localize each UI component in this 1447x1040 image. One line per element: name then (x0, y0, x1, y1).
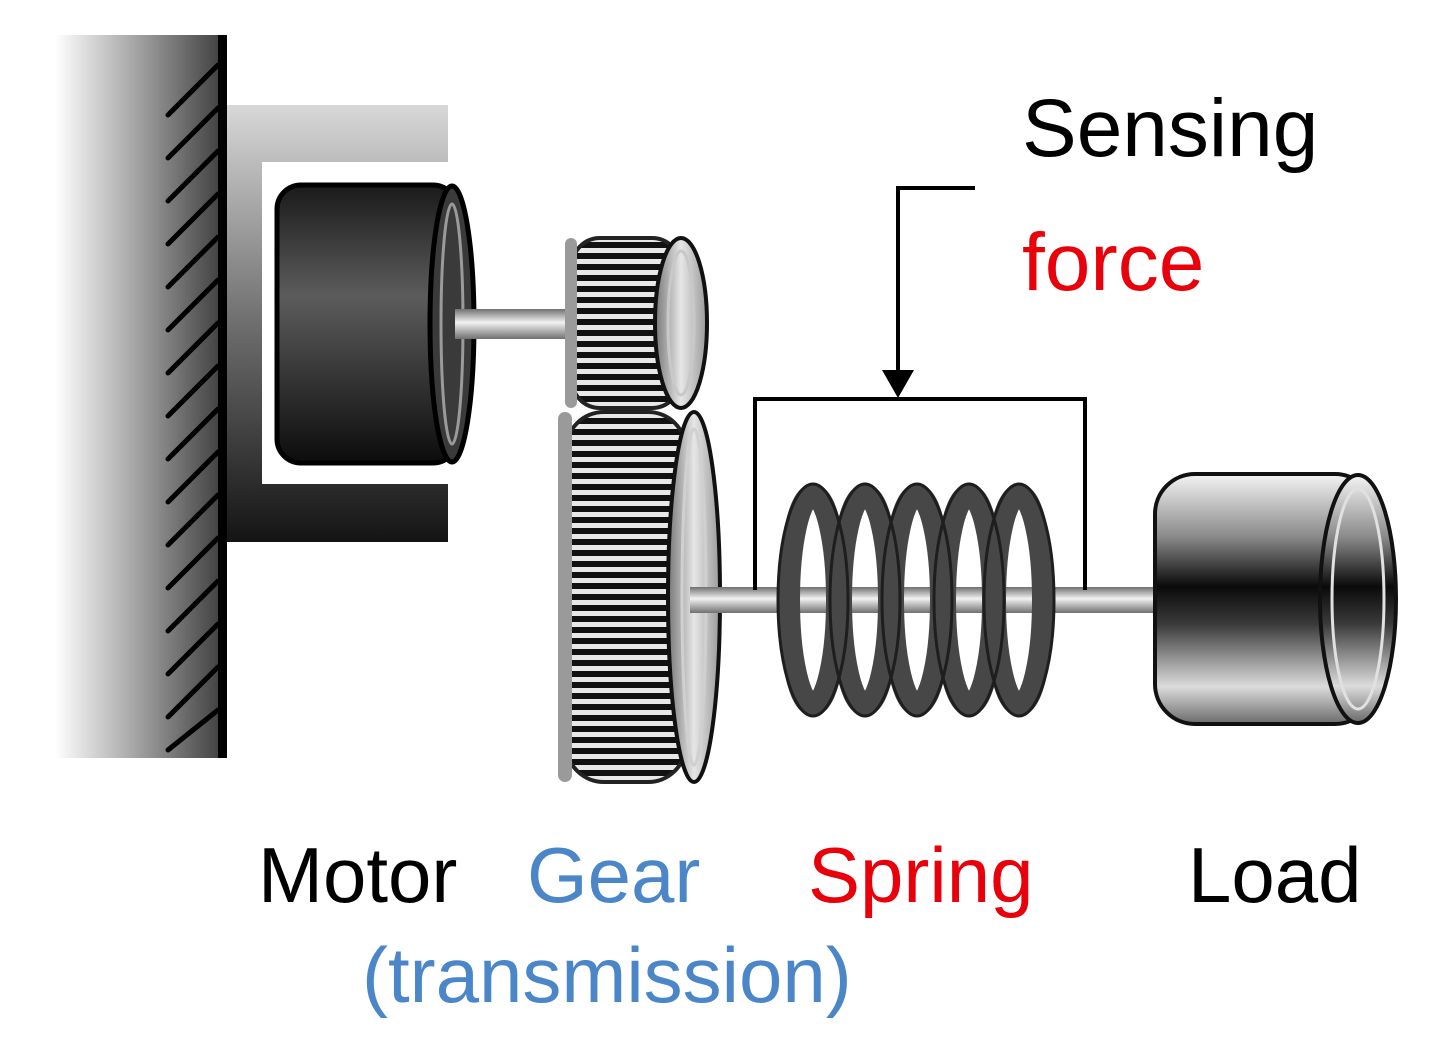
small-gear (565, 236, 709, 410)
transmission-label: (transmission) (362, 931, 852, 1019)
output-shaft (690, 587, 1160, 613)
force-sensing-bracket (753, 186, 1087, 590)
motor (274, 182, 477, 466)
spring (778, 484, 1054, 716)
spring-edges (776, 482, 1056, 718)
wall (55, 35, 227, 758)
sensing-label: Sensing (1022, 83, 1319, 174)
motor-label: Motor (258, 831, 458, 919)
load (1153, 472, 1398, 726)
spring-label: Spring (808, 831, 1034, 919)
gear-label: Gear (527, 831, 701, 919)
motor-bracket (227, 105, 448, 542)
motor-shaft (455, 309, 580, 339)
load-label: Load (1188, 831, 1362, 919)
force-label: force (1022, 217, 1205, 308)
sensing-arrowhead (882, 370, 914, 398)
